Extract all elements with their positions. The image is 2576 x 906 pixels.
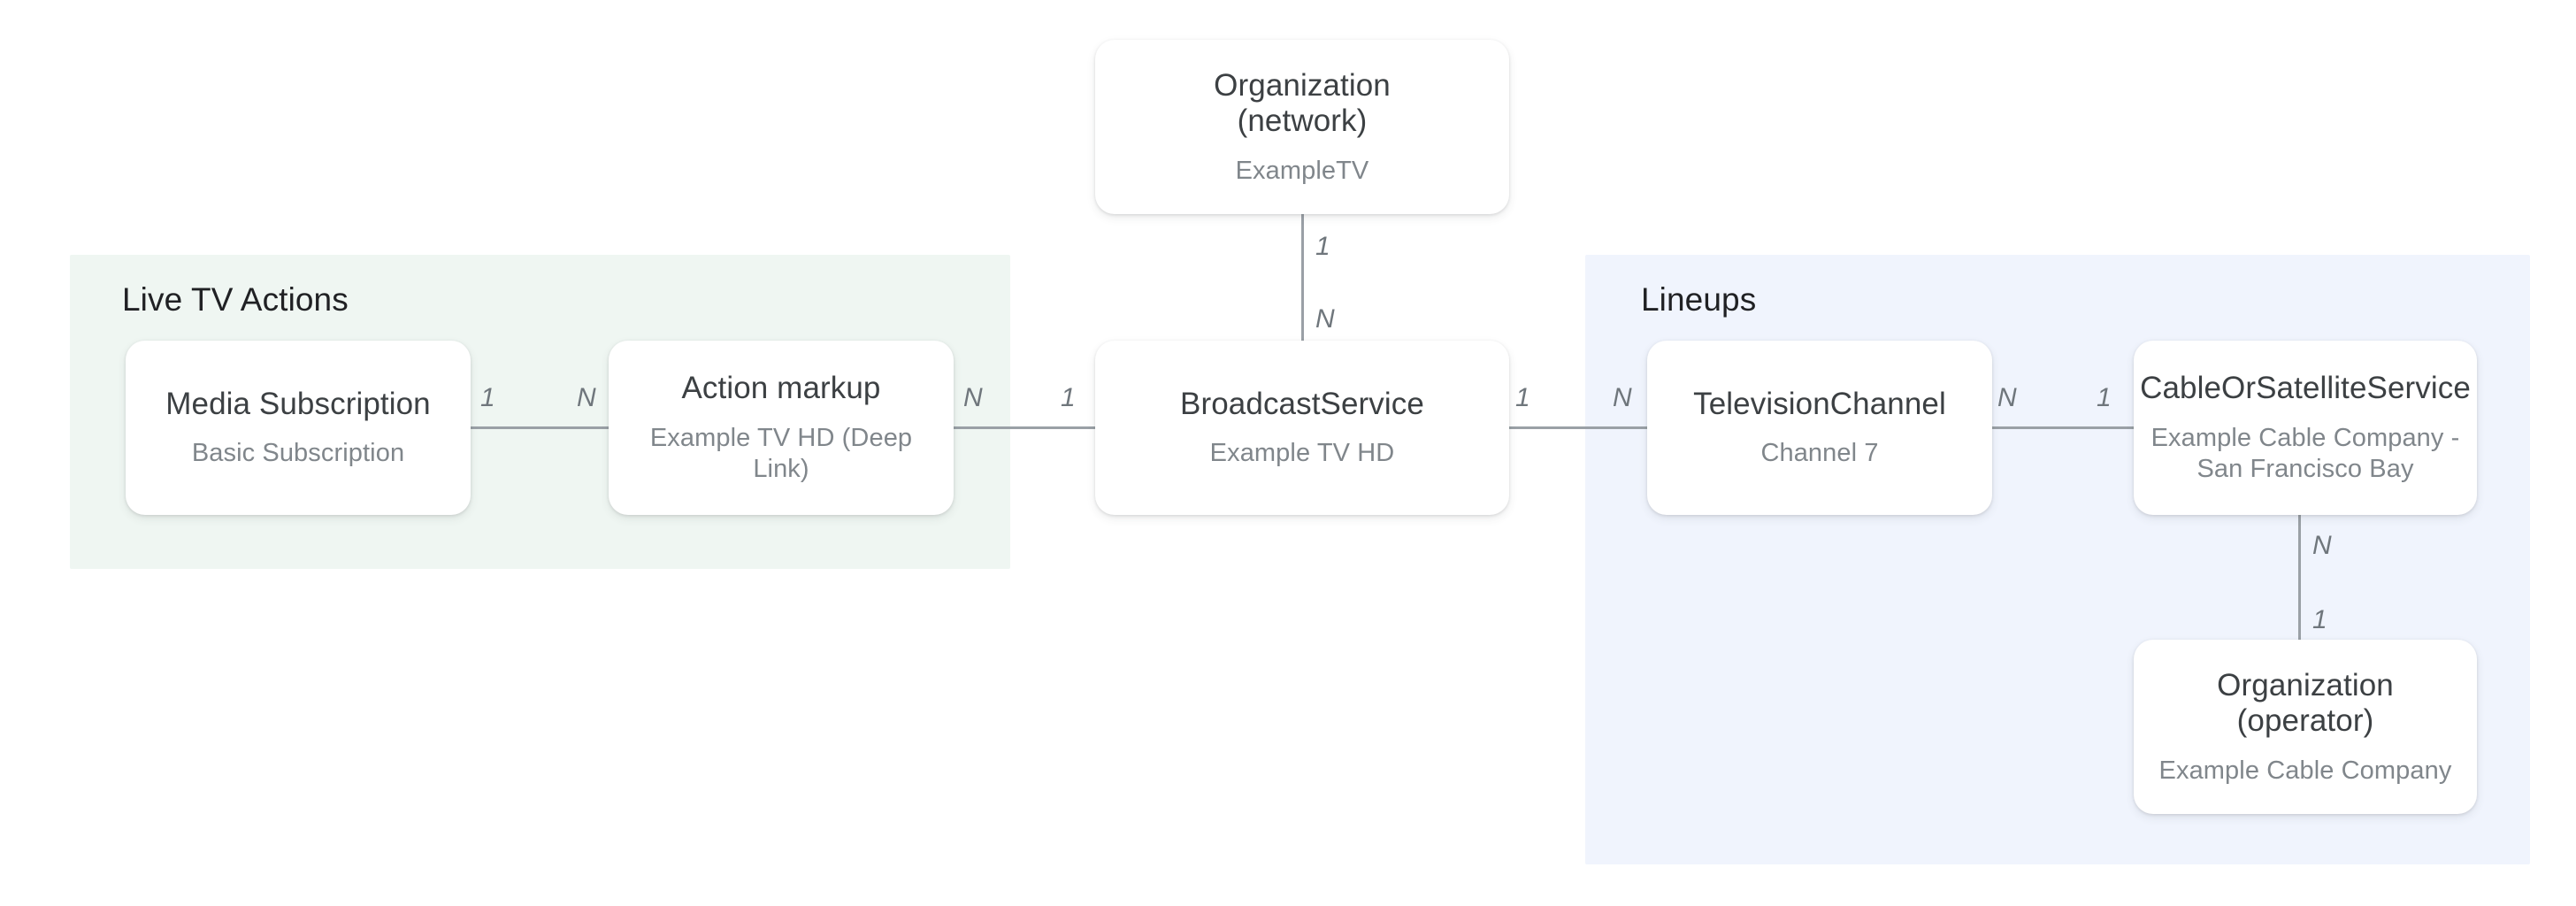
cardinality-label-target-edge-broadcast-to-channel: N [1613, 383, 1632, 412]
entity-node-title: CableOrSatelliteService [2140, 371, 2471, 406]
edge-line-edge-channel-to-cable-service [1989, 426, 2137, 429]
edge-line-edge-action-to-broadcast [950, 426, 1099, 429]
group-title-live-tv-actions: Live TV Actions [122, 281, 349, 318]
entity-node-title: Organization (operator) [2217, 667, 2394, 739]
cardinality-label-target-edge-cable-service-to-org-operator: 1 [2312, 605, 2327, 634]
entity-node-subtitle: Example TV HD [1209, 439, 1395, 468]
entity-node-subtitle: Basic Subscription [191, 439, 405, 468]
entity-node-subtitle: Example TV HD (Deep Link) [649, 424, 913, 483]
entity-node-subtitle: Example Cable Company [2158, 756, 2452, 785]
edge-line-edge-cable-service-to-org-operator [2298, 515, 2301, 641]
entity-node-subtitle: Channel 7 [1760, 439, 1879, 468]
cardinality-label-source-edge-action-to-broadcast: N [963, 383, 983, 412]
edge-line-edge-media-sub-to-action [467, 426, 612, 429]
entity-node-subtitle: Example Cable Company - San Francisco Ba… [2150, 424, 2460, 483]
entity-node-title: BroadcastService [1180, 386, 1424, 421]
entity-node-organization-network[interactable]: Organization (network) ExampleTV [1095, 40, 1509, 214]
entity-node-subtitle: ExampleTV [1235, 156, 1369, 185]
group-title-lineups: Lineups [1641, 281, 1757, 318]
cardinality-label-target-edge-media-sub-to-action: N [577, 383, 596, 412]
cardinality-label-target-edge-action-to-broadcast: 1 [1061, 383, 1076, 412]
cardinality-label-source-edge-broadcast-to-channel: 1 [1515, 383, 1530, 412]
entity-node-organization-operator[interactable]: Organization (operator) Example Cable Com… [2134, 640, 2477, 814]
cardinality-label-target-edge-channel-to-cable-service: 1 [2097, 383, 2112, 412]
entity-node-title: Media Subscription [165, 386, 431, 421]
entity-node-title: Organization (network) [1214, 67, 1391, 139]
entity-node-title: Action markup [681, 371, 881, 406]
edge-line-edge-org-network-to-broadcast [1301, 214, 1304, 341]
edge-line-edge-broadcast-to-channel [1506, 426, 1651, 429]
cardinality-label-target-edge-org-network-to-broadcast: N [1315, 304, 1335, 334]
cardinality-label-source-edge-media-sub-to-action: 1 [480, 383, 495, 412]
entity-node-title: TelevisionChannel [1693, 386, 1946, 421]
cardinality-label-source-edge-cable-service-to-org-operator: N [2312, 531, 2332, 560]
cardinality-label-source-edge-org-network-to-broadcast: 1 [1315, 232, 1330, 261]
cardinality-label-source-edge-channel-to-cable-service: N [1997, 383, 2017, 412]
